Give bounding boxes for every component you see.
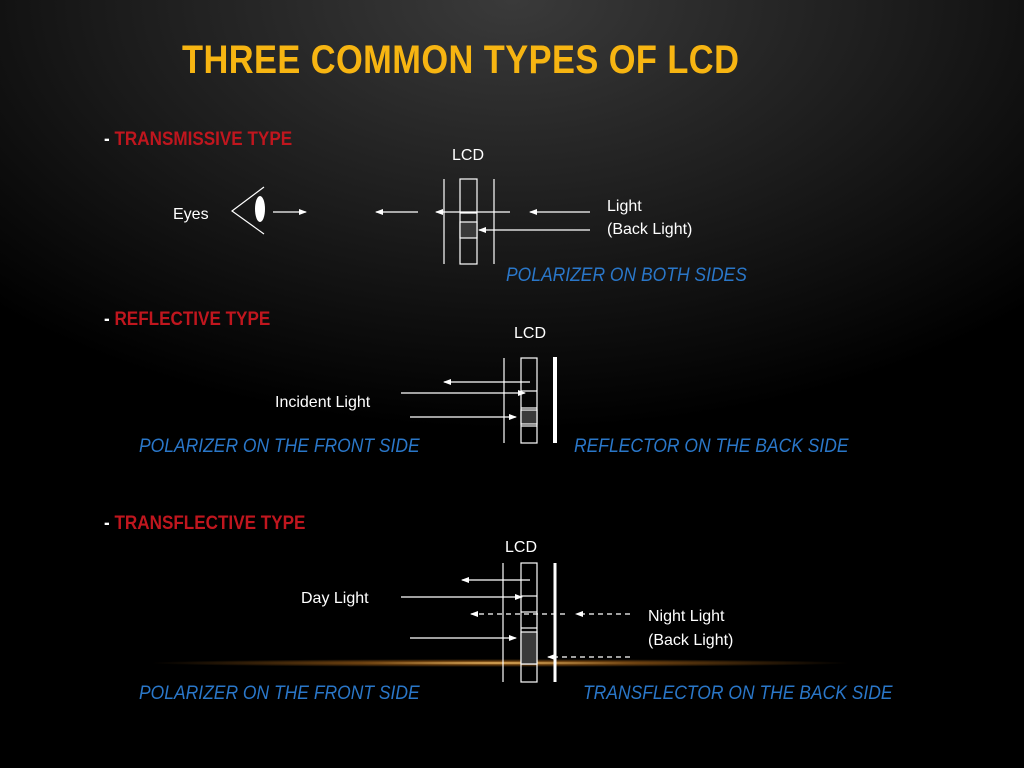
back-light-label-line1: Light <box>607 198 642 215</box>
lcd-column <box>520 562 538 683</box>
transflective-diagram <box>401 562 630 683</box>
heading-dash: - <box>104 129 110 150</box>
lcd-label-reflective: LCD <box>514 325 547 342</box>
caption-transflector-back: TRANSFLECTOR ON THE BACK SIDE <box>583 683 893 704</box>
incident-light-label: Incident Light <box>275 394 371 411</box>
eye-icon <box>230 186 265 235</box>
caption-polarizer-both: POLARIZER ON BOTH SIDES <box>506 265 747 286</box>
heading-text: TRANSFLECTIVE TYPE <box>114 513 306 534</box>
caption-reflector-back: REFLECTOR ON THE BACK SIDE <box>574 436 849 457</box>
heading-dash: - <box>104 513 110 534</box>
section-heading-transmissive: - TRANSMISSIVE TYPE <box>104 129 292 151</box>
heading-text: TRANSMISSIVE TYPE <box>114 129 293 150</box>
eyes-label: Eyes <box>173 206 209 223</box>
night-light-label-line2: (Back Light) <box>648 632 734 649</box>
lcd-pixel <box>520 409 538 425</box>
lcd-pixel <box>459 221 478 239</box>
back-light-label-line2: (Back Light) <box>607 221 693 238</box>
transmissive-diagram <box>230 178 590 265</box>
lcd-label-transmissive: LCD <box>452 147 485 164</box>
reflective-diagram <box>401 357 557 444</box>
caption-polarizer-front-reflective: POLARIZER ON THE FRONT SIDE <box>139 436 420 457</box>
section-heading-transflective: - TRANSFLECTIVE TYPE <box>104 513 305 535</box>
heading-text: REFLECTIVE TYPE <box>114 309 271 330</box>
decorative-glow-line <box>150 659 850 667</box>
lcd-pixel <box>520 631 538 665</box>
night-light-label-line1: Night Light <box>648 608 725 625</box>
section-heading-reflective: - REFLECTIVE TYPE <box>104 309 270 331</box>
caption-polarizer-front-transflective: POLARIZER ON THE FRONT SIDE <box>139 683 420 704</box>
heading-dash: - <box>104 309 110 330</box>
lcd-column <box>520 357 538 444</box>
slide-title: THREE COMMON TYPES OF LCD <box>182 38 740 82</box>
day-light-label: Day Light <box>301 590 369 607</box>
lcd-label-transflective: LCD <box>505 539 538 556</box>
